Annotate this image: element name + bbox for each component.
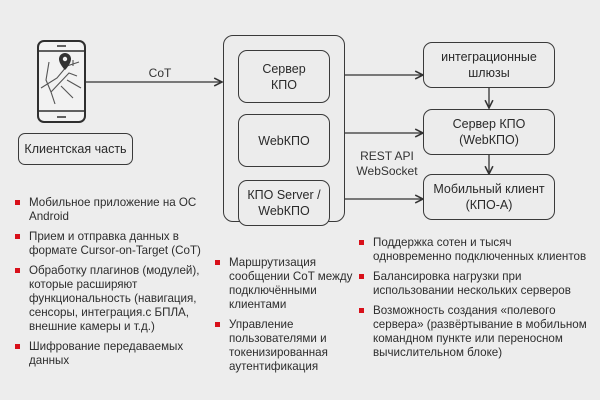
list-item-text: Управление пользователями и токенизирова… [229,318,328,373]
integration-gateways-box: интеграционные шлюзы [423,42,555,88]
list-item: Балансировка нагрузки при использовании … [358,270,593,298]
list-item-text: Обработку плагинов (модулей), которые ра… [29,264,200,333]
list-item-text: Мобильное приложение на ОС Android [29,196,197,223]
bullet-icon [215,322,220,327]
server-kpo-webkpo-box: Сервер КПО (WebКПО) [423,109,555,155]
webkpo-label: WebКПО [258,133,310,148]
cot-label: CoT [148,66,172,80]
server-kpo-label: Сервер КПО [262,61,306,92]
list-item: Обработку плагинов (модулей), которые ра… [14,264,214,334]
bullet-icon [215,260,220,265]
integration-gateways-label: интеграционные шлюзы [441,50,537,80]
list-item-text: Прием и отправка данных в формате Cursor… [29,230,201,257]
list-item-text: Маршрутизация сообщении CoT между подклю… [229,256,353,311]
client-features-list: Мобильное приложение на ОС Android Прием… [14,196,214,374]
bullet-icon [15,234,20,239]
server-kpo-webkpo-label: Сервер КПО (WebКПО) [452,117,526,147]
client-box: Клиентская часть [18,133,133,165]
smartphone-map-pin-icon [37,40,86,123]
list-item-text: Поддержка сотен и тысяч одновременно под… [373,236,587,263]
list-item: Шифрование передаваемых данных [14,340,214,368]
list-item-text: Возможность создания «полевого сервера» … [373,304,587,359]
kpo-server-webkpo-box: КПО Server / WebКПО [238,180,330,226]
scalability-features-list: Поддержка сотен и тысяч одновременно под… [358,236,593,366]
list-item: Управление пользователями и токенизирова… [214,318,364,374]
server-kpo-box: Сервер КПО [238,50,330,103]
bullet-icon [15,344,20,349]
bullet-icon [15,268,20,273]
webkpo-box: WebКПО [238,114,330,167]
list-item: Маршрутизация сообщении CoT между подклю… [214,256,364,312]
list-item: Прием и отправка данных в формате Cursor… [14,230,214,258]
client-label: Клиентская часть [24,142,127,156]
list-item: Возможность создания «полевого сервера» … [358,304,593,360]
bullet-icon [359,274,364,279]
rest-websocket-label: REST API WebSocket [356,149,418,178]
list-item: Поддержка сотен и тысяч одновременно под… [358,236,593,264]
kpo-server-webkpo-label: КПО Server / WebКПО [247,188,321,218]
list-item-text: Балансировка нагрузки при использовании … [373,270,571,297]
server-features-list: Маршрутизация сообщении CoT между подклю… [214,256,364,380]
bullet-icon [15,200,20,205]
bullet-icon [359,308,364,313]
list-item-text: Шифрование передаваемых данных [29,340,184,367]
list-item: Мобильное приложение на ОС Android [14,196,214,224]
bullet-icon [359,240,364,245]
mobile-client-label: Мобильный клиент (КПО-А) [433,182,545,212]
mobile-client-box: Мобильный клиент (КПО-А) [423,174,555,220]
